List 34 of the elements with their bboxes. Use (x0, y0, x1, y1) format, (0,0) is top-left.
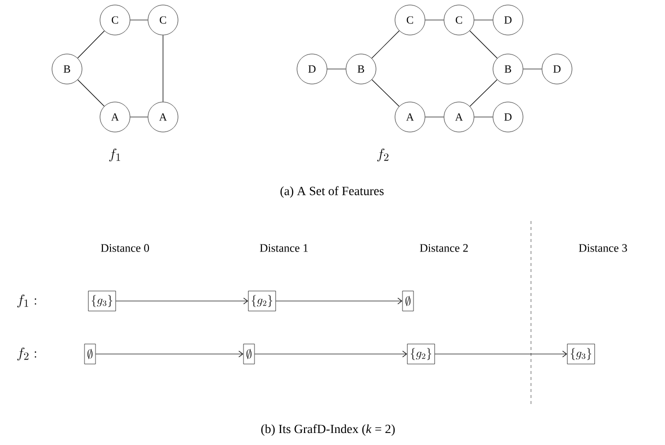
index-box: $\{g_3\}$ (567, 344, 595, 364)
edge-line (470, 79, 498, 107)
row-label: $f_2:$ (17, 347, 36, 361)
arrow (95, 350, 244, 358)
column-header: Distance 3 (578, 244, 627, 252)
edge-line (77, 79, 105, 107)
caption: (b) Its GrafD-Index (k = 2) (261, 424, 395, 436)
edge-line (469, 30, 498, 59)
column-header: Distance 2 (420, 244, 468, 252)
index-box: $\{g_3\}$ (88, 290, 116, 312)
graph-label: $f_2$ (377, 148, 388, 162)
index-box: $\emptyset$ (84, 344, 96, 364)
arrow (276, 298, 402, 304)
edge-line (130, 116, 148, 118)
caption: (a) A Set of Features (280, 186, 384, 198)
edge-line (424, 116, 444, 118)
edge-line (326, 68, 346, 70)
index-box: $\{g_2\}$ (407, 344, 435, 364)
edge-line (371, 30, 400, 59)
edge-line (372, 79, 400, 107)
arrow (254, 350, 408, 358)
edge-line (474, 116, 494, 118)
column-header: Distance 1 (260, 244, 308, 252)
edge-line (77, 30, 105, 58)
edge-line (162, 34, 164, 102)
graph-label: $f_1$ (109, 148, 120, 162)
index-box: $\emptyset$ (402, 290, 414, 312)
column-header: Distance 0 (100, 244, 149, 252)
arrow (116, 298, 248, 304)
index-box: $\emptyset$ (243, 344, 255, 364)
edge-line (522, 68, 542, 70)
arrow (434, 350, 568, 358)
index-box: $\{g_2\}$ (248, 290, 276, 312)
row-label: $f_1:$ (17, 294, 36, 308)
